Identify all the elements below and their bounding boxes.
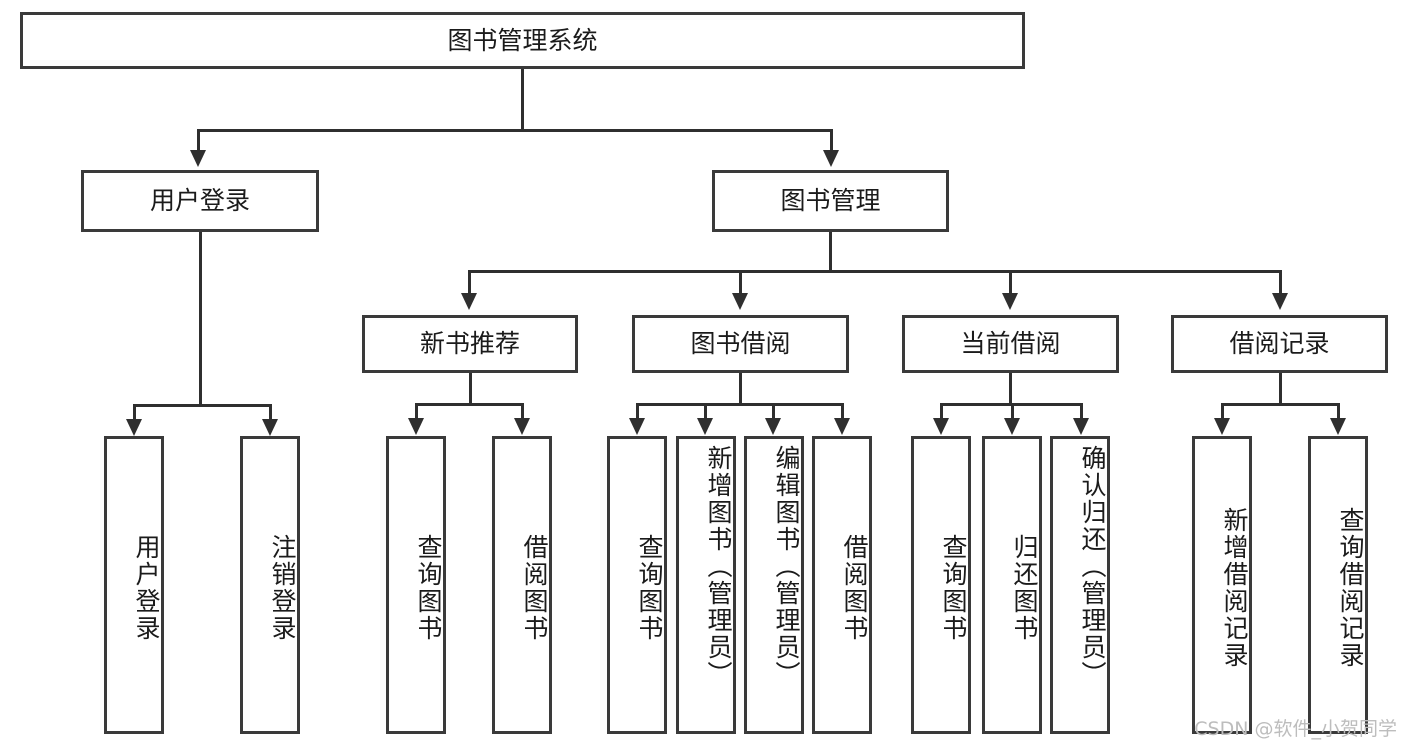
arrowhead-current-borrow-leaf-1 <box>1004 418 1020 435</box>
node-label: 确认归还（管理员） <box>1078 445 1107 688</box>
connector-book-borrow-to-leaf-3 <box>841 403 844 419</box>
connector-book-borrow-stem <box>739 373 742 405</box>
arrowhead-module-1 <box>732 293 748 310</box>
arrowhead-new-book-leaf-0 <box>408 418 424 435</box>
connector-book-borrow-to-leaf-1 <box>704 403 707 419</box>
connector-book-borrow-to-leaf-2 <box>772 403 775 419</box>
connector-book-mgmt-to-module-0 <box>468 270 471 294</box>
node-label: 查询图书 <box>939 534 968 642</box>
node-label: 用户登录 <box>132 534 161 642</box>
arrowhead-module-0 <box>461 293 477 310</box>
arrowhead-borrow-record-leaf-0 <box>1214 418 1230 435</box>
arrowhead-book-borrow-leaf-1 <box>697 418 713 435</box>
node-leaf-query-book-current[interactable]: 查询图书 <box>911 436 971 734</box>
node-module-current-borrow[interactable]: 当前借阅 <box>902 315 1119 373</box>
node-leaf-query-borrow-record[interactable]: 查询借阅记录 <box>1308 436 1368 734</box>
connector-book-borrow-to-leaf-0 <box>636 403 639 419</box>
node-module-borrow-record[interactable]: 借阅记录 <box>1171 315 1388 373</box>
connector-book-mgmt-bus <box>468 270 1279 273</box>
arrowhead-new-book-leaf-1 <box>514 418 530 435</box>
node-label: 查询借阅记录 <box>1336 507 1365 669</box>
node-label: 图书管理系统 <box>447 25 598 55</box>
arrowhead-module-3 <box>1272 293 1288 310</box>
node-leaf-edit-book-admin[interactable]: 编辑图书（管理员） <box>744 436 804 734</box>
node-leaf-add-book-admin[interactable]: 新增图书（管理员） <box>676 436 736 734</box>
node-leaf-confirm-return-admin[interactable]: 确认归还（管理员） <box>1050 436 1110 734</box>
connector-book-mgmt-stem <box>829 232 832 272</box>
arrowhead-current-borrow-leaf-0 <box>933 418 949 435</box>
connector-borrow-record-to-leaf-1 <box>1337 403 1340 419</box>
connector-new-book-stem <box>469 373 472 405</box>
node-leaf-logout[interactable]: 注销登录 <box>240 436 300 734</box>
node-branch-book-management[interactable]: 图书管理 <box>712 170 949 232</box>
arrowhead-book-borrow-leaf-3 <box>834 418 850 435</box>
connector-current-borrow-to-leaf-2 <box>1080 403 1083 419</box>
node-label: 查询图书 <box>414 534 443 642</box>
arrowhead-borrow-record-leaf-1 <box>1330 418 1346 435</box>
node-label: 编辑图书（管理员） <box>772 445 801 688</box>
connector-book-borrow-bus <box>636 403 844 406</box>
node-leaf-query-book-recommend[interactable]: 查询图书 <box>386 436 446 734</box>
arrowhead-root-to-branch-1 <box>823 150 839 167</box>
watermark-text: CSDN @软件_小贺同学 <box>1194 718 1397 740</box>
node-label: 借阅图书 <box>840 534 869 642</box>
node-module-book-borrow[interactable]: 图书借阅 <box>632 315 849 373</box>
node-leaf-add-borrow-record[interactable]: 新增借阅记录 <box>1192 436 1252 734</box>
arrowhead-book-borrow-leaf-2 <box>765 418 781 435</box>
arrowhead-book-borrow-leaf-0 <box>629 418 645 435</box>
node-label: 图书管理 <box>780 186 881 216</box>
node-leaf-borrow-book-recommend[interactable]: 借阅图书 <box>492 436 552 734</box>
connector-new-book-to-leaf-1 <box>521 403 524 419</box>
node-label: 借阅记录 <box>1229 329 1330 359</box>
node-label: 注销登录 <box>268 534 297 642</box>
node-label: 查询图书 <box>635 534 664 642</box>
connector-borrow-record-to-leaf-0 <box>1221 403 1224 419</box>
node-label: 归还图书 <box>1010 534 1039 642</box>
node-label: 新增借阅记录 <box>1220 507 1249 669</box>
node-leaf-borrow-book[interactable]: 借阅图书 <box>812 436 872 734</box>
node-label: 用户登录 <box>149 186 250 216</box>
connector-current-borrow-to-leaf-0 <box>940 403 943 419</box>
connector-current-borrow-to-leaf-1 <box>1011 403 1014 419</box>
connector-book-mgmt-to-module-1 <box>739 270 742 294</box>
node-label: 新书推荐 <box>419 329 520 359</box>
node-leaf-query-book-borrow[interactable]: 查询图书 <box>607 436 667 734</box>
connector-borrow-record-bus <box>1221 403 1339 406</box>
node-label: 新增图书（管理员） <box>704 445 733 688</box>
connector-root-to-branch-0 <box>197 129 200 151</box>
arrowhead-root-to-branch-0 <box>190 150 206 167</box>
connector-new-book-to-leaf-0 <box>415 403 418 419</box>
arrowhead-current-borrow-leaf-2 <box>1073 418 1089 435</box>
node-root-system[interactable]: 图书管理系统 <box>20 12 1025 69</box>
connector-user-login-bus <box>133 404 271 407</box>
node-branch-user-login[interactable]: 用户登录 <box>81 170 319 232</box>
node-leaf-user-login[interactable]: 用户登录 <box>104 436 164 734</box>
connector-root-bus <box>197 129 833 132</box>
connector-user-login-to-leaf-1 <box>269 404 272 421</box>
connector-user-login-stem <box>199 232 202 406</box>
connector-book-mgmt-to-module-3 <box>1279 270 1282 294</box>
connector-root-stem <box>521 69 524 131</box>
connector-new-book-bus <box>415 403 523 406</box>
arrowhead-user-login-leaf-0 <box>126 419 142 436</box>
node-label: 图书借阅 <box>690 329 791 359</box>
node-module-new-book-recommend[interactable]: 新书推荐 <box>362 315 578 373</box>
node-label: 借阅图书 <box>520 534 549 642</box>
connector-user-login-to-leaf-0 <box>133 404 136 421</box>
connector-borrow-record-stem <box>1279 373 1282 405</box>
arrowhead-module-2 <box>1002 293 1018 310</box>
arrowhead-user-login-leaf-1 <box>262 419 278 436</box>
node-leaf-return-book[interactable]: 归还图书 <box>982 436 1042 734</box>
connector-root-to-branch-1 <box>830 129 833 151</box>
node-label: 当前借阅 <box>960 329 1061 359</box>
connector-book-mgmt-to-module-2 <box>1009 270 1012 294</box>
connector-current-borrow-stem <box>1009 373 1012 405</box>
